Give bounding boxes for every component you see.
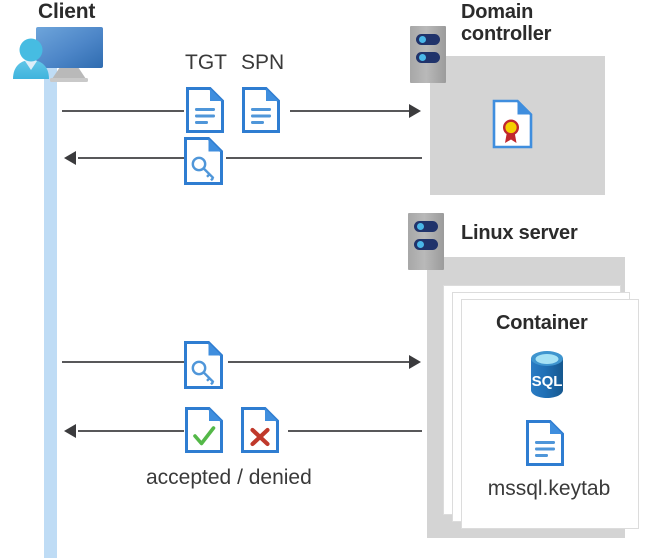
keytab-document-icon <box>525 419 565 467</box>
domain-controller-title-line1: Domain <box>461 1 534 23</box>
label-tgt: TGT <box>185 51 227 74</box>
flow-tgt-spn-arrowhead <box>409 104 421 118</box>
domain-controller-title-line2: controller <box>461 23 552 46</box>
certificate-document-icon <box>492 99 534 149</box>
request-key-document-icon <box>183 340 225 390</box>
keytab-label: mssql.keytab <box>487 477 611 500</box>
flow-tgt-spn-line-left <box>62 110 184 112</box>
sql-database-icon: SQL <box>524 348 570 402</box>
server-rack-icon-domain-controller <box>410 26 446 83</box>
flow-ticket-to-server-line-right <box>228 361 410 363</box>
denied-document-cross-icon <box>240 406 280 454</box>
accepted-document-check-icon <box>184 406 224 454</box>
page-title-client: Client <box>38 0 96 23</box>
client-lifeline <box>44 66 57 558</box>
flow-auth-result-line-right <box>288 430 422 432</box>
page-title-linux-server: Linux server <box>461 222 578 244</box>
ticket-key-document-icon <box>183 136 225 186</box>
flow-ticket-to-server-line-left <box>62 361 184 363</box>
page-title-container: Container <box>496 312 588 334</box>
flow-auth-result-line-left <box>78 430 184 432</box>
tgt-document-icon <box>185 86 225 134</box>
sql-icon-text: SQL <box>532 373 563 390</box>
flow-tgt-spn-line-right <box>290 110 410 112</box>
flow-ticket-to-server-arrowhead <box>409 355 421 369</box>
spn-document-icon <box>241 86 281 134</box>
label-spn: SPN <box>241 51 285 74</box>
flow-auth-result-arrowhead <box>64 424 76 438</box>
container-card-front <box>461 299 639 529</box>
flow-ticket-response-line-right <box>226 157 422 159</box>
flow-ticket-response-line-left <box>78 157 184 159</box>
flow-ticket-response-arrowhead <box>64 151 76 165</box>
auth-result-label: accepted / denied <box>146 466 312 489</box>
page-title-domain-controller: Domain controller <box>461 1 551 46</box>
client-icon <box>8 22 120 82</box>
server-rack-icon-linux-server <box>408 213 444 270</box>
